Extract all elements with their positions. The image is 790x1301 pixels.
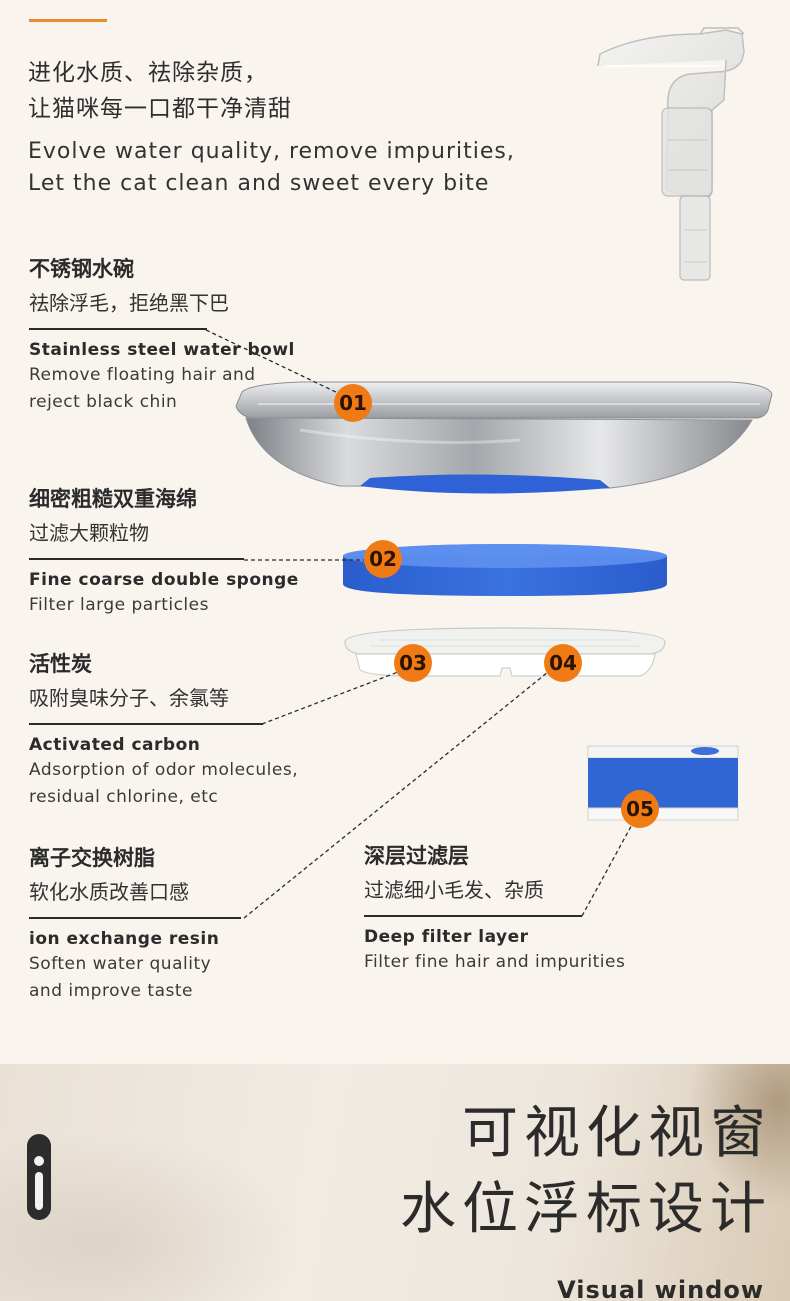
component-title-cn: 不锈钢水碗 — [29, 257, 134, 281]
component-desc-en-line2: and improve taste — [29, 980, 193, 1001]
steel-bowl-illustration — [235, 381, 773, 494]
divider — [29, 558, 244, 560]
component-02-block: 细密粗糙双重海绵 过滤大颗粒物 Fine coarse double spong… — [29, 484, 298, 619]
component-desc-cn: 祛除浮毛，拒绝黑下巴 — [29, 291, 229, 315]
float-dot — [34, 1156, 44, 1166]
component-desc-en-line1: Filter large particles — [29, 594, 209, 615]
level-bar — [35, 1172, 43, 1210]
section-title-cn-line2: 水位浮标设计 — [400, 1177, 772, 1242]
component-title-cn: 活性炭 — [29, 652, 92, 676]
component-title-en: Activated carbon — [29, 734, 201, 755]
component-title-en: Fine coarse double sponge — [29, 569, 299, 590]
corner-decoration — [680, 1064, 790, 1214]
headline-en-line2: Let the cat clean and sweet every bite — [28, 171, 490, 196]
component-title-en: Deep filter layer — [364, 926, 529, 947]
component-illustrations — [205, 27, 773, 919]
component-title-cn: 离子交换树脂 — [29, 846, 155, 870]
component-desc-cn: 过滤大颗粒物 — [29, 521, 149, 545]
component-desc-en-line1: Soften water quality — [29, 953, 212, 974]
filter-cartridge-illustration — [344, 627, 666, 677]
component-desc-en-line1: Filter fine hair and impurities — [364, 951, 626, 972]
sponge-disc-illustration — [343, 544, 667, 596]
component-03-block: 活性炭 吸附臭味分子、余氯等 Activated carbon Adsorpti… — [29, 649, 298, 811]
shadow-decoration — [0, 1124, 320, 1301]
component-desc-cn: 过滤细小毛发、杂质 — [364, 878, 544, 902]
component-desc-cn: 吸附臭味分子、余氯等 — [29, 686, 229, 710]
divider — [364, 915, 582, 917]
badge-04: 04 — [544, 644, 582, 682]
component-title-cn: 深层过滤层 — [364, 844, 469, 868]
headline-cn-line2: 让猫咪每一口都干净清甜 — [28, 96, 292, 122]
headline-cn-line1: 进化水质、祛除杂质， — [28, 60, 268, 86]
component-title-cn: 细密粗糙双重海绵 — [29, 487, 197, 511]
deep-filter-block-illustration — [587, 745, 739, 821]
component-01-block: 不锈钢水碗 祛除浮毛，拒绝黑下巴 Stainless steel water b… — [29, 254, 294, 416]
divider — [29, 328, 207, 330]
leader-lines — [205, 329, 641, 919]
headline-en: Evolve water quality, remove impurities,… — [28, 136, 515, 200]
component-desc-en-line2: residual chlorine, etc — [29, 786, 219, 807]
headline-en-line1: Evolve water quality, remove impurities, — [28, 139, 515, 164]
badge-03: 03 — [394, 644, 432, 682]
component-04-block: 离子交换树脂 软化水质改善口感 ion exchange resin Softe… — [29, 843, 241, 1005]
component-desc-cn: 软化水质改善口感 — [29, 880, 189, 904]
component-05-block: 深层过滤层 过滤细小毛发、杂质 Deep filter layer Filter… — [364, 841, 625, 976]
accent-line — [29, 19, 107, 22]
component-desc-en-line1: Remove floating hair and — [29, 364, 256, 385]
visual-window-section: 可视化视窗 水位浮标设计 Visual window — [0, 1064, 790, 1301]
divider — [29, 723, 263, 725]
headline-cn: 进化水质、祛除杂质， 让猫咪每一口都干净清甜 — [28, 55, 292, 127]
badge-02: 02 — [364, 540, 402, 578]
badge-05: 05 — [621, 790, 659, 828]
section-title-cn-line1: 可视化视窗 — [462, 1101, 772, 1166]
badge-01: 01 — [334, 384, 372, 422]
section-title-en: Visual window — [557, 1276, 764, 1301]
component-title-en: ion exchange resin — [29, 928, 220, 949]
pump-faucet-illustration — [597, 27, 745, 281]
divider — [29, 917, 241, 919]
component-title-en: Stainless steel water bowl — [29, 339, 295, 360]
component-desc-en-line1: Adsorption of odor molecules, — [29, 759, 299, 780]
component-desc-en-line2: reject black chin — [29, 391, 178, 412]
water-level-window-icon — [27, 1134, 51, 1220]
